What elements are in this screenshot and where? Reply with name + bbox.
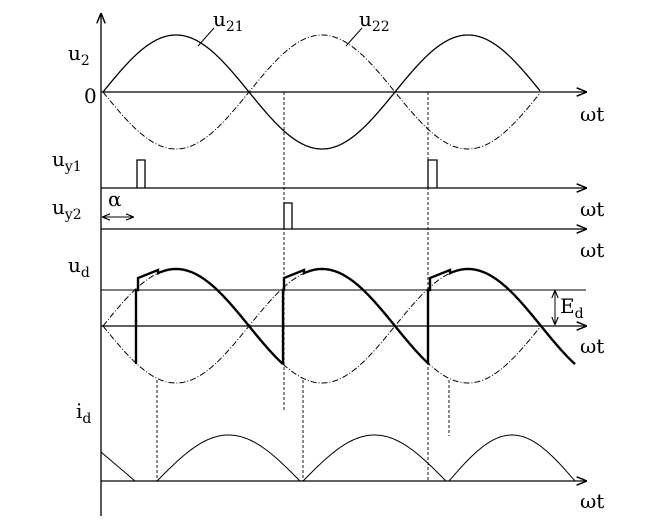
u21-label: u21 [213, 7, 244, 35]
wt-label-u2: ωt [580, 102, 604, 126]
id-label: id [76, 399, 91, 427]
uy2-label: uy2 [52, 195, 82, 223]
u21-leader [197, 27, 215, 47]
wt-label-uy2: ωt [580, 197, 604, 221]
u22-label: u22 [359, 7, 390, 35]
ud-output-waveform [134, 267, 576, 365]
alpha-label: α [108, 187, 122, 211]
trigger-pulse-uy2 [283, 202, 293, 229]
wt-label-uy-axis: ωt [580, 238, 604, 262]
origin-label: 0 [84, 84, 97, 108]
wt-label-ud: ωt [580, 334, 604, 358]
u2-label: u2 [68, 41, 90, 69]
trigger-pulse-uy1-first [136, 159, 146, 188]
u22-leader [345, 27, 363, 47]
ud-label: ud [68, 253, 90, 281]
ed-label: Ed [560, 294, 584, 322]
id-current-waveform [100, 434, 576, 482]
u21-waveform [102, 34, 541, 150]
trigger-pulse-uy1-second [427, 159, 438, 188]
uy1-label: uy1 [52, 147, 82, 175]
wt-label-id: ωt [580, 489, 604, 513]
u22-waveform [102, 34, 541, 150]
